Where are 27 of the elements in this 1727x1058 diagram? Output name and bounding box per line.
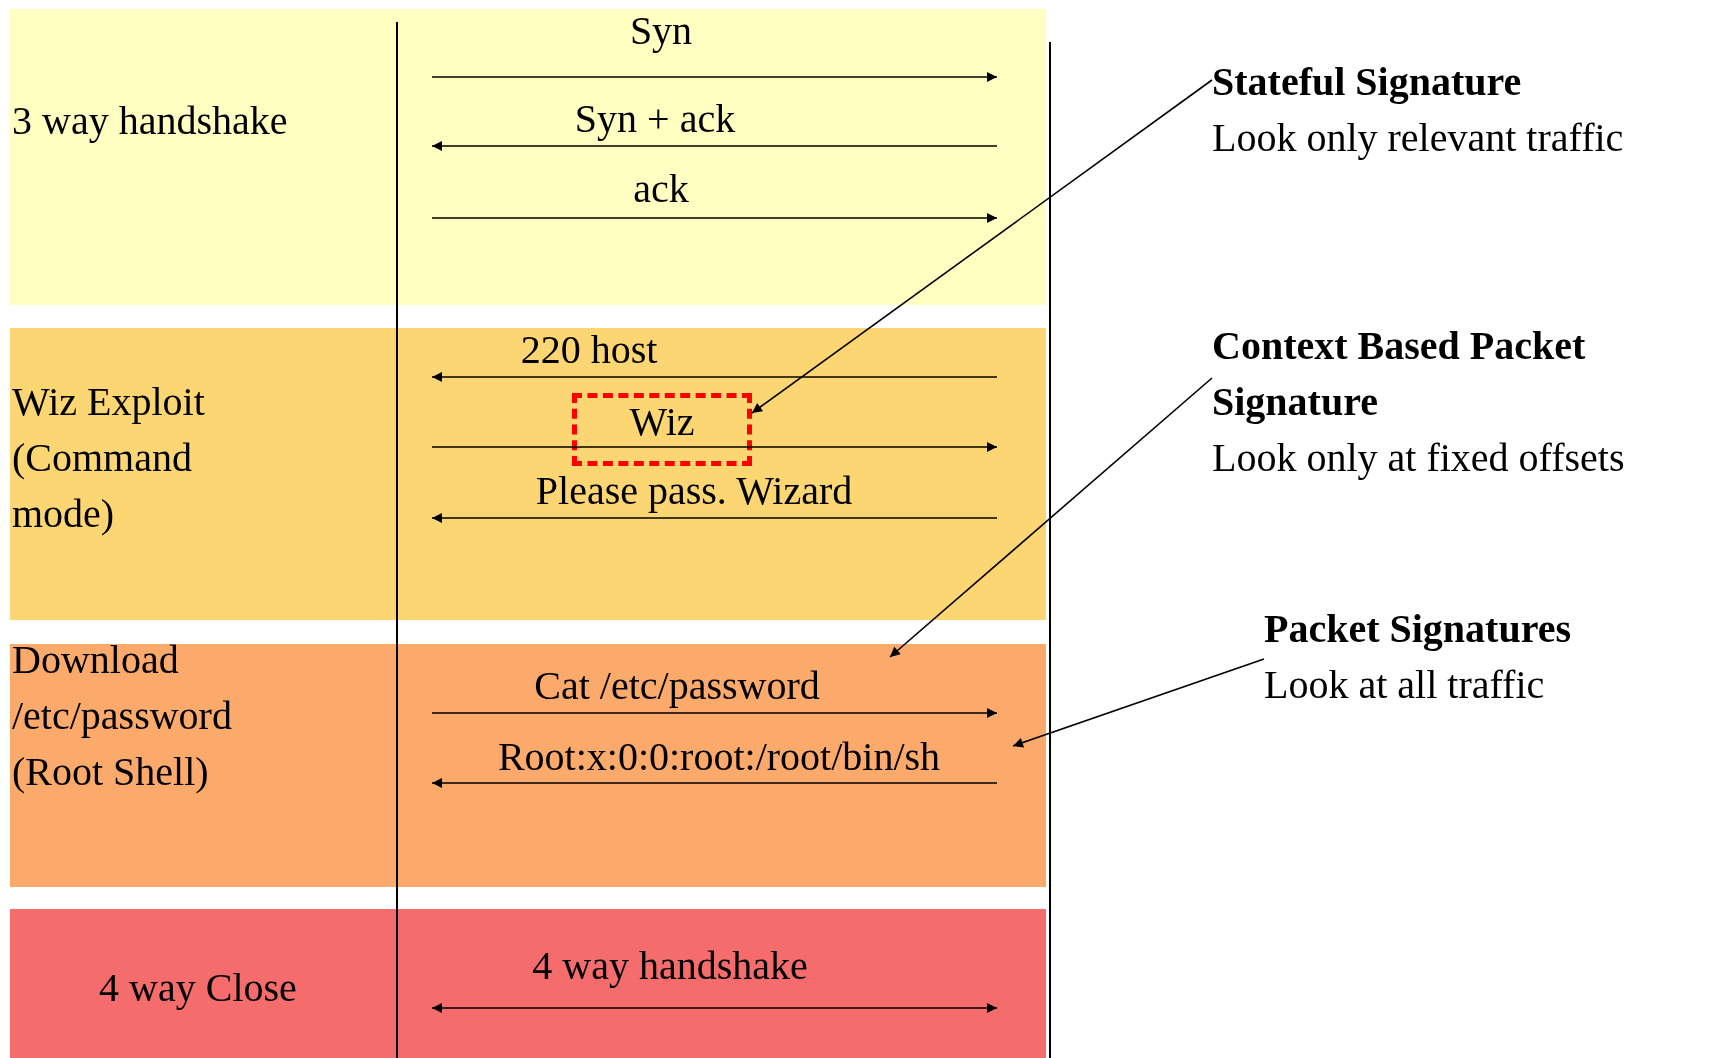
signature-description: Look only at fixed offsets [1212,434,1626,482]
message-label: 220 host [520,330,658,370]
leader-arrow [889,377,1213,658]
signature-description: Look at all traffic [1264,661,1546,709]
message-label: ack [633,169,689,209]
leader-arrow [751,79,1213,414]
signature-heading: Context Based Packet Signature [1212,322,1587,426]
signature-heading: Stateful Signature [1212,58,1523,106]
phase-band [10,9,1046,305]
phase-label: Wiz Exploit (Command mode) [12,378,206,538]
leader-arrow [1012,658,1265,748]
message-label: 4 way handshake [532,946,808,986]
phase-label: Download /etc/password (Root Shell) [12,636,233,796]
message-text: Wiz [629,402,695,442]
phase-label: 4 way Close [98,964,298,1012]
phase-band [10,909,1046,1058]
phase-band [10,328,1046,620]
signature-heading: Packet Signatures [1264,605,1573,653]
message-label: Please pass. Wizard [535,471,853,511]
message-label: Syn + ack [574,99,736,139]
message-label: Syn [629,11,693,51]
message-label: Root:x:0:0:root:/root/bin/sh [497,737,941,777]
phase-label: 3 way handshake [12,97,289,145]
phase-band [10,644,1046,887]
signature-description: Look only relevant traffic [1212,114,1625,162]
highlight-box [572,393,752,466]
message-label: Cat /etc/password [534,666,820,706]
